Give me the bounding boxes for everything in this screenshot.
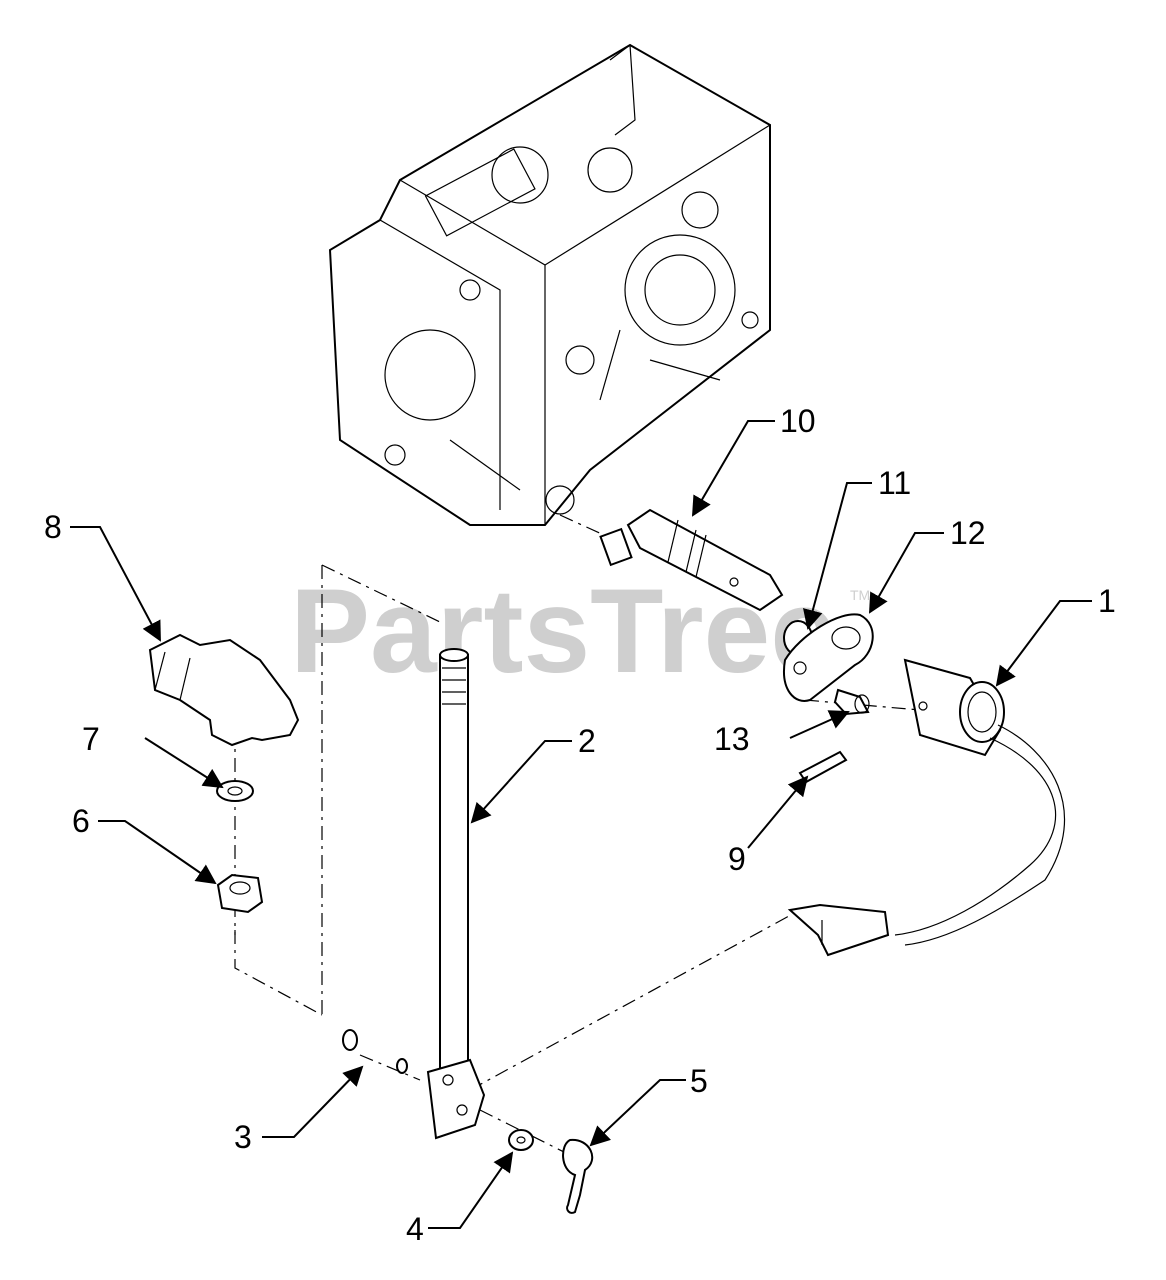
nut-part <box>216 873 264 914</box>
callout-9: 9 <box>728 841 746 877</box>
callout-5: 5 <box>690 1063 708 1099</box>
callout-8: 8 <box>44 509 62 545</box>
hairpin-clip-part <box>562 1138 594 1214</box>
knob-part <box>148 633 300 747</box>
callout-12: 12 <box>950 515 986 551</box>
washer-part-4 <box>508 1129 534 1151</box>
pin-part-3 <box>342 1029 408 1074</box>
callout-11: 11 <box>878 465 911 501</box>
callout-7: 7 <box>82 721 100 757</box>
callout-13: 13 <box>714 721 750 757</box>
callout-4: 4 <box>406 1211 424 1247</box>
shift-rod-part <box>426 648 486 1140</box>
shaft-part <box>599 508 784 612</box>
centerline-frame <box>321 564 441 623</box>
watermark-trademark: TM <box>850 587 870 603</box>
callout-6: 6 <box>72 803 90 839</box>
callout-10: 10 <box>780 403 816 439</box>
leader-lines <box>70 420 1092 1229</box>
callout-3: 3 <box>234 1119 252 1155</box>
pedal-arm-part <box>787 658 1065 957</box>
screw-part <box>833 688 870 716</box>
transmission-housing <box>328 43 771 526</box>
callout-1: 1 <box>1098 583 1116 619</box>
callout-2: 2 <box>578 723 596 759</box>
washer-part-7 <box>216 780 254 802</box>
